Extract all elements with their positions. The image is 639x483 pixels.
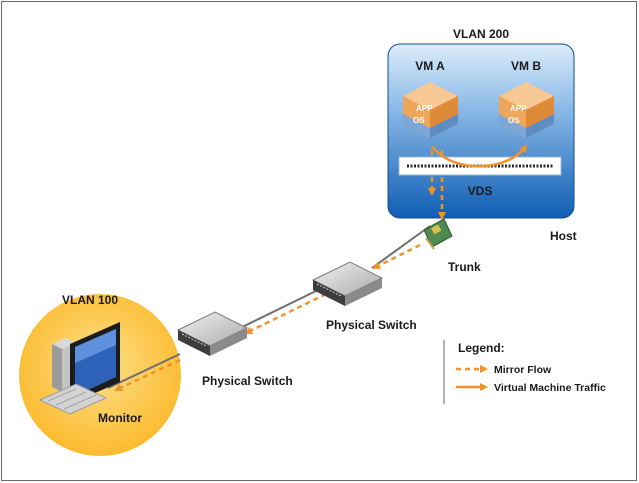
- vm-a-os-label: OS: [413, 116, 425, 125]
- vm-a-cube: [403, 82, 458, 138]
- monitor-workstation-icon: [38, 322, 120, 415]
- vm-b-cube: [499, 82, 554, 138]
- vm-a-app-label: APP: [416, 104, 433, 113]
- physical-switch-lower-icon: [176, 311, 249, 356]
- vm-traffic-arc: [430, 144, 528, 168]
- physical-switch-lower-label: Physical Switch: [202, 374, 293, 388]
- legend: Legend: Mirror Flow Virtual Machine Traf…: [443, 340, 606, 404]
- monitor-label: Monitor: [98, 411, 142, 425]
- trunk-nic-icon: [423, 218, 453, 250]
- vm-b-label: VM B: [511, 59, 541, 73]
- host-label: Host: [550, 229, 577, 243]
- vm-b-app-label: APP: [510, 104, 527, 113]
- link-switch-switch: [235, 289, 319, 331]
- legend-mirror-flow-label: Mirror Flow: [494, 364, 552, 376]
- legend-vm-traffic-label: Virtual Machine Traffic: [494, 382, 606, 394]
- vlan200-label: VLAN 200: [453, 27, 509, 41]
- vm-a-label: VM A: [415, 59, 445, 73]
- vlan100-label: VLAN 100: [62, 293, 118, 307]
- vds-label: VDS: [468, 184, 493, 198]
- vm-b-os-label: OS: [508, 116, 520, 125]
- physical-switch-upper-label: Physical Switch: [326, 318, 417, 332]
- legend-title: Legend:: [458, 341, 505, 355]
- trunk-label: Trunk: [448, 260, 481, 274]
- link-trunk-switch: [371, 225, 431, 269]
- physical-switch-upper-icon: [311, 261, 384, 306]
- link-switch-monitor: [107, 353, 181, 389]
